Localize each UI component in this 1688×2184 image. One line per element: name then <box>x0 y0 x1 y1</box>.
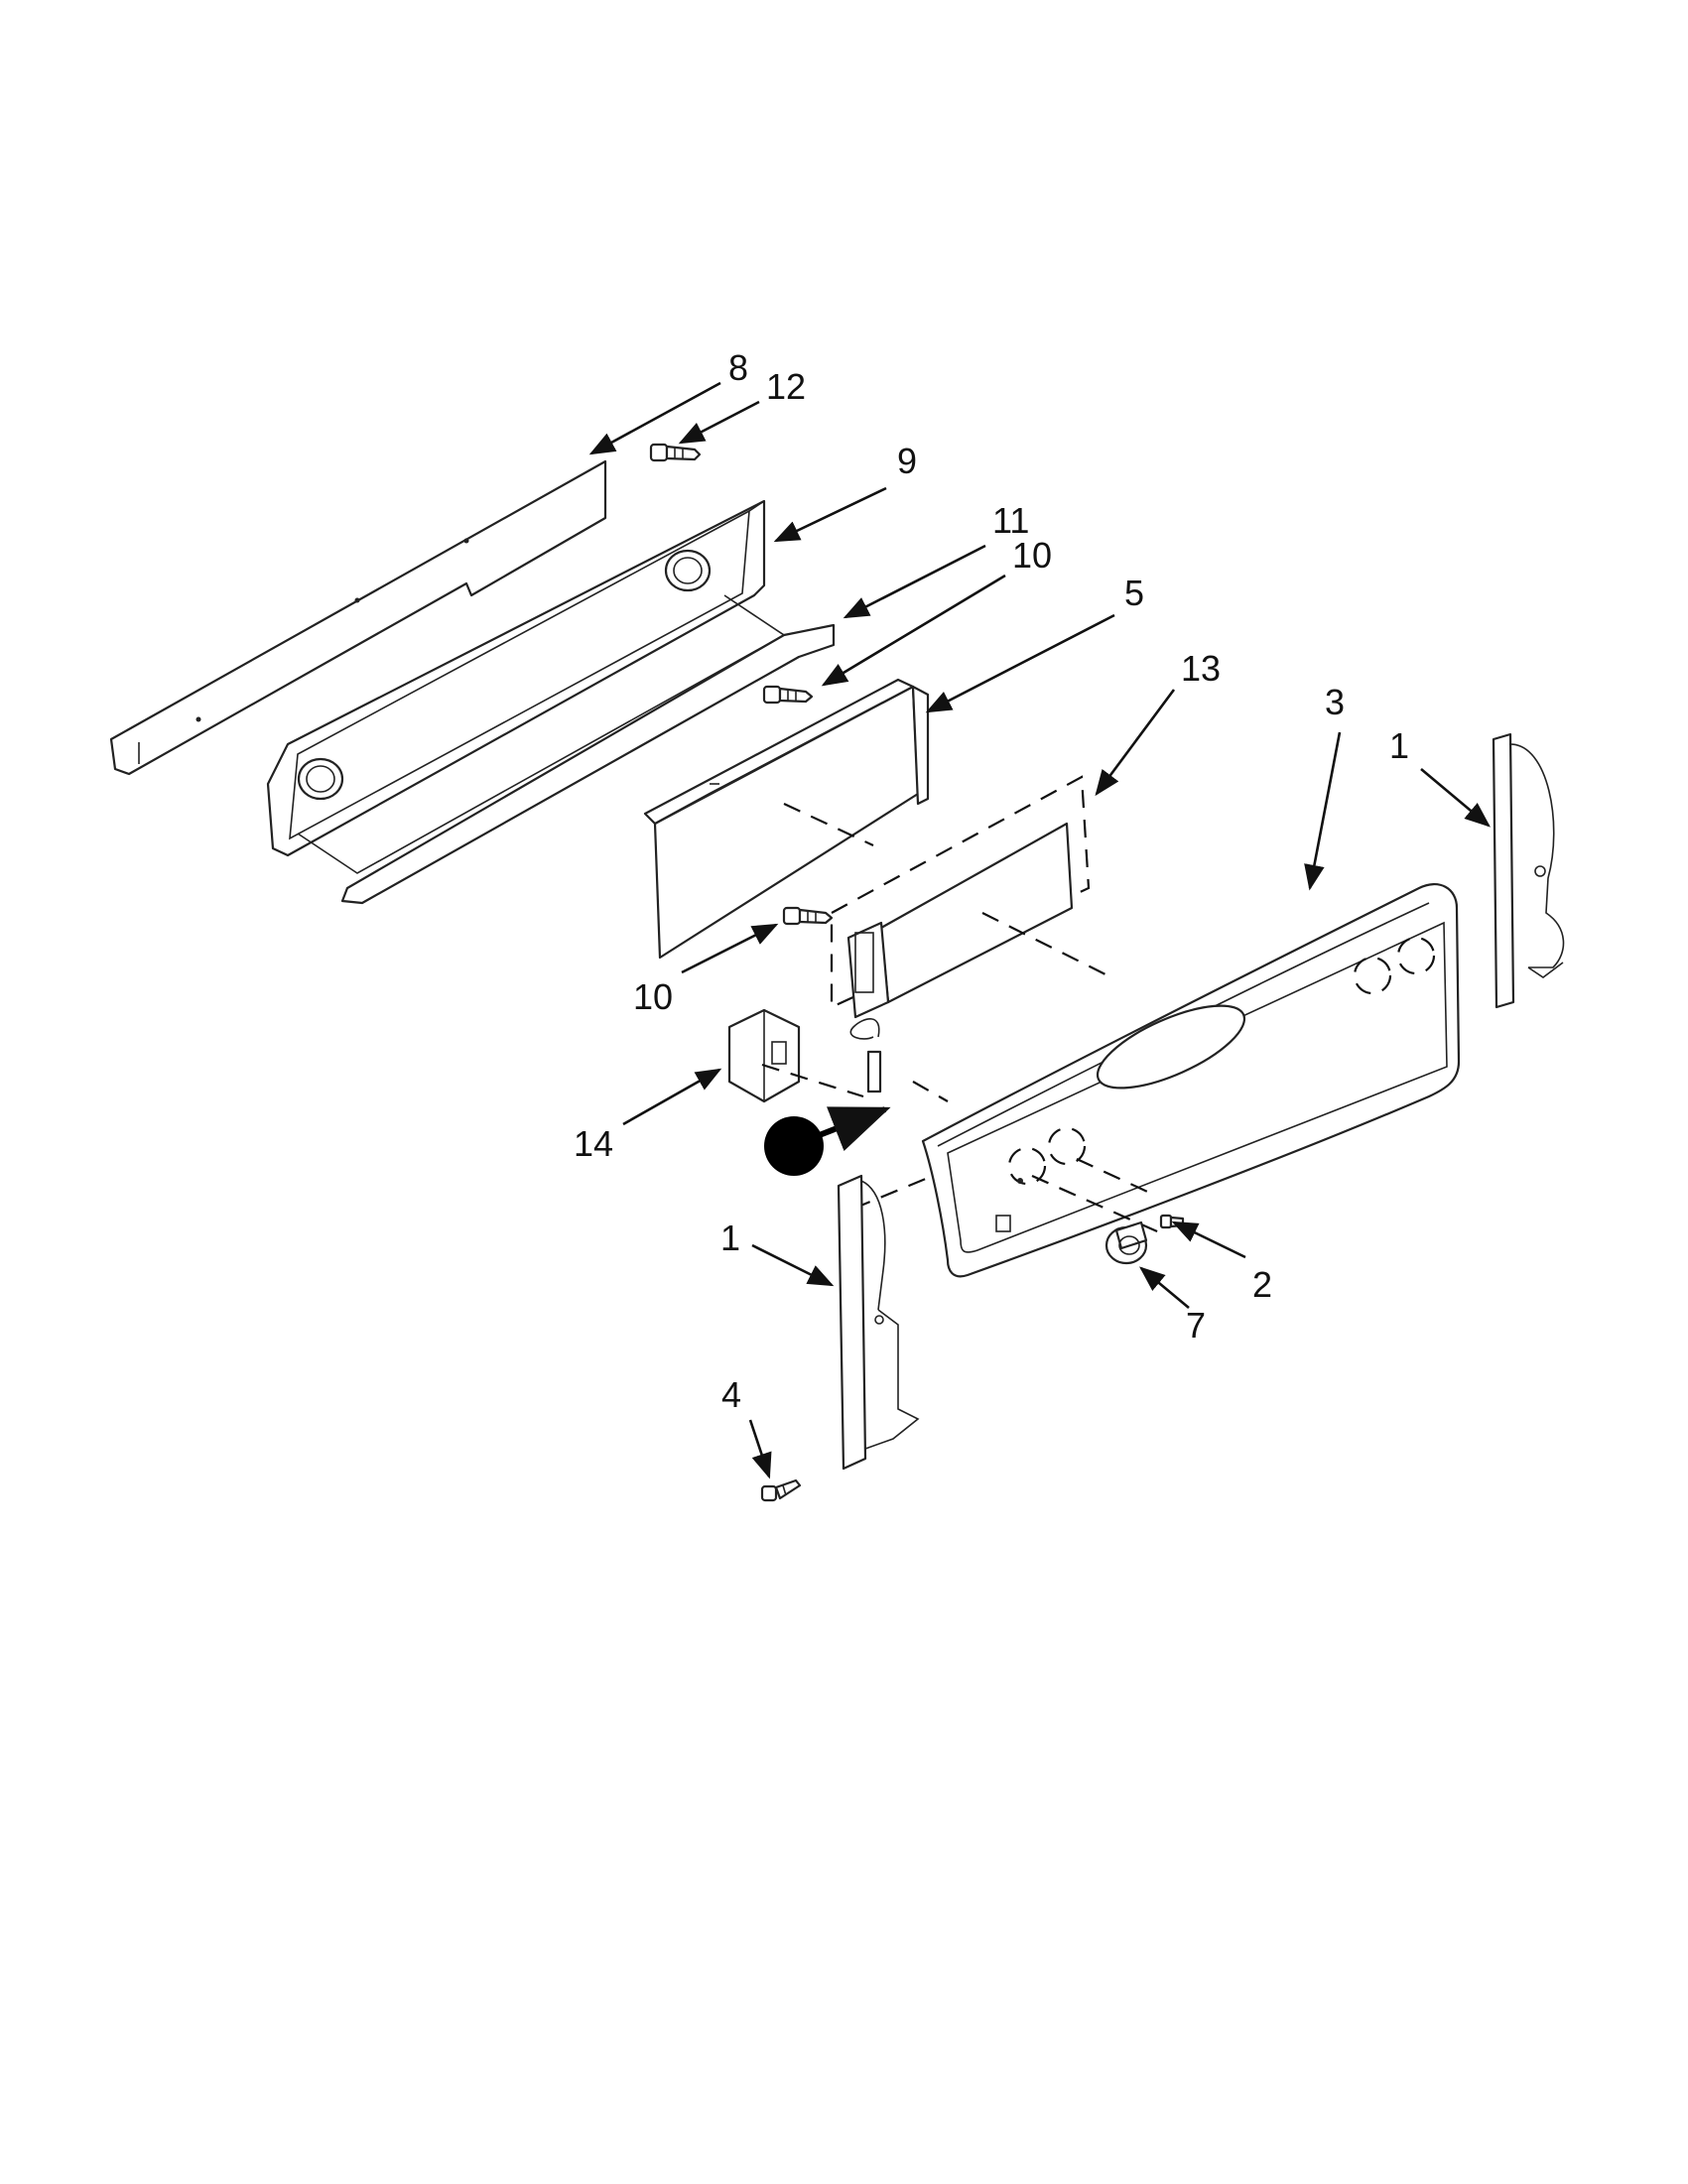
reference-dot <box>764 1106 891 1176</box>
rear-panel-part-8 <box>109 459 607 776</box>
callout-1-right: 1 <box>1389 725 1409 766</box>
callout-13: 13 <box>1181 648 1221 689</box>
end-cap-part-1-left <box>837 1174 920 1471</box>
callout-14: 14 <box>574 1123 613 1164</box>
module-box-part-14 <box>727 1008 801 1103</box>
callout-10-upper: 10 <box>1012 535 1052 576</box>
callout-4: 4 <box>721 1374 741 1415</box>
control-shield-part-5 <box>643 678 930 960</box>
callout-11: 11 <box>992 500 1029 541</box>
callout-2: 2 <box>1252 1264 1272 1305</box>
trim-strip-part-11 <box>340 623 836 905</box>
callout-10-lower: 10 <box>633 976 673 1017</box>
leader-lines <box>588 381 1491 1479</box>
end-cap-part-1-right <box>1492 732 1565 1009</box>
wire-harness <box>849 1018 882 1093</box>
callout-8: 8 <box>728 347 748 388</box>
electronic-control-part-13 <box>830 775 1091 1019</box>
callout-labels: 8 12 9 11 10 5 13 3 1 10 14 1 2 7 4 <box>574 347 1409 1415</box>
callout-3: 3 <box>1325 682 1345 722</box>
screw-part-10-lower <box>782 906 834 926</box>
control-panel-part-3 <box>921 882 1461 1278</box>
callout-1-left: 1 <box>720 1218 740 1258</box>
assembly-lines <box>761 803 1167 1237</box>
screw-part-12 <box>649 443 702 462</box>
callout-12: 12 <box>766 366 806 407</box>
callout-5: 5 <box>1124 573 1144 613</box>
callout-9: 9 <box>897 441 917 481</box>
knob-part-7 <box>1104 1220 1148 1265</box>
screw-part-10-upper <box>762 685 814 705</box>
callout-7: 7 <box>1186 1305 1206 1346</box>
backguard-frame-part-9 <box>266 499 786 874</box>
screw-part-4 <box>760 1478 802 1502</box>
